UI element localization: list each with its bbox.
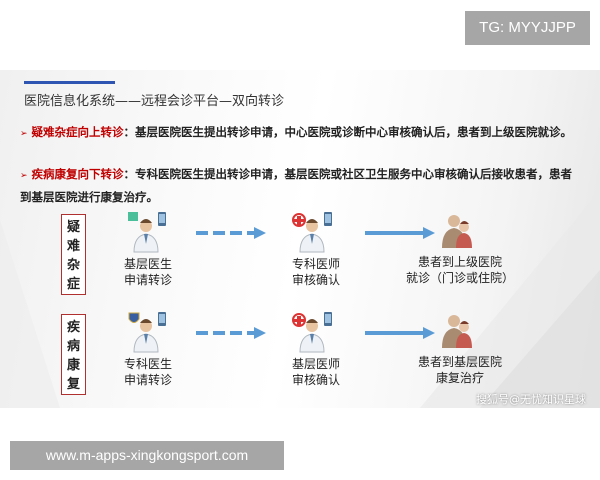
- slide: 医院信息化系统——远程会诊平台—双向转诊 ➢疑难杂症向上转诊：基层医院医生提出转…: [0, 70, 600, 408]
- patients-icon: [442, 215, 472, 248]
- slide-title: 医院信息化系统——远程会诊平台—双向转诊: [24, 94, 285, 109]
- flow-step1-label: 专科医生申请转诊: [123, 357, 172, 387]
- flow-step1-label: 基层医生申请转诊: [123, 257, 172, 287]
- watermark: 搜狐号@无忧知识星球: [476, 393, 586, 406]
- flow-category-char: 康: [66, 358, 80, 373]
- tg-badge: TG: MYYJJPP: [465, 11, 590, 45]
- flow-step2-label: 专科医师审核确认: [291, 257, 340, 287]
- flow-category-label: 疾病康复: [61, 314, 86, 395]
- flow-category-char: 杂: [66, 258, 80, 273]
- dashed-arrow-icon: [196, 327, 266, 339]
- background-decoration: [0, 190, 600, 408]
- doctor-icon: [128, 212, 166, 253]
- flow-category-char: 疑: [66, 220, 80, 235]
- bullet-arrow-icon: ➢: [20, 171, 28, 181]
- flow-category-char: 症: [66, 277, 80, 292]
- doctor-icon: [128, 312, 166, 353]
- flow-category-char: 难: [66, 239, 80, 254]
- flow-step3-label: 患者到基层医院康复治疗: [417, 355, 502, 385]
- bullet-arrow-icon: ➢: [20, 129, 28, 139]
- flow-step2-label: 基层医师审核确认: [291, 357, 340, 387]
- title-accent-bar: [24, 81, 115, 84]
- solid-arrow-icon: [365, 327, 435, 339]
- bullet-downward-referral: ➢疾病康复向下转诊：专科医院医生提出转诊申请，基层医院或社区卫生服务中心审核确认…: [20, 167, 573, 204]
- flow-step3-label: 患者到上级医院就诊（门诊或住院）: [405, 255, 514, 285]
- dashed-arrow-icon: [196, 227, 266, 239]
- url-badge: www.m-apps-xingkongsport.com: [10, 441, 284, 470]
- patients-icon: [442, 315, 472, 348]
- solid-arrow-icon: [365, 227, 435, 239]
- flow-category-char: 疾: [66, 320, 80, 335]
- flow-category-char: 病: [66, 339, 80, 354]
- doctor-icon: [292, 312, 332, 353]
- flow-category-char: 复: [66, 377, 80, 392]
- doctor-icon: [292, 212, 332, 253]
- flow-category-label: 疑难杂症: [61, 214, 86, 295]
- bullet-upward-referral: ➢疑难杂症向上转诊：基层医院医生提出转诊申请，中心医院或诊断中心审核确认后，患者…: [20, 125, 573, 139]
